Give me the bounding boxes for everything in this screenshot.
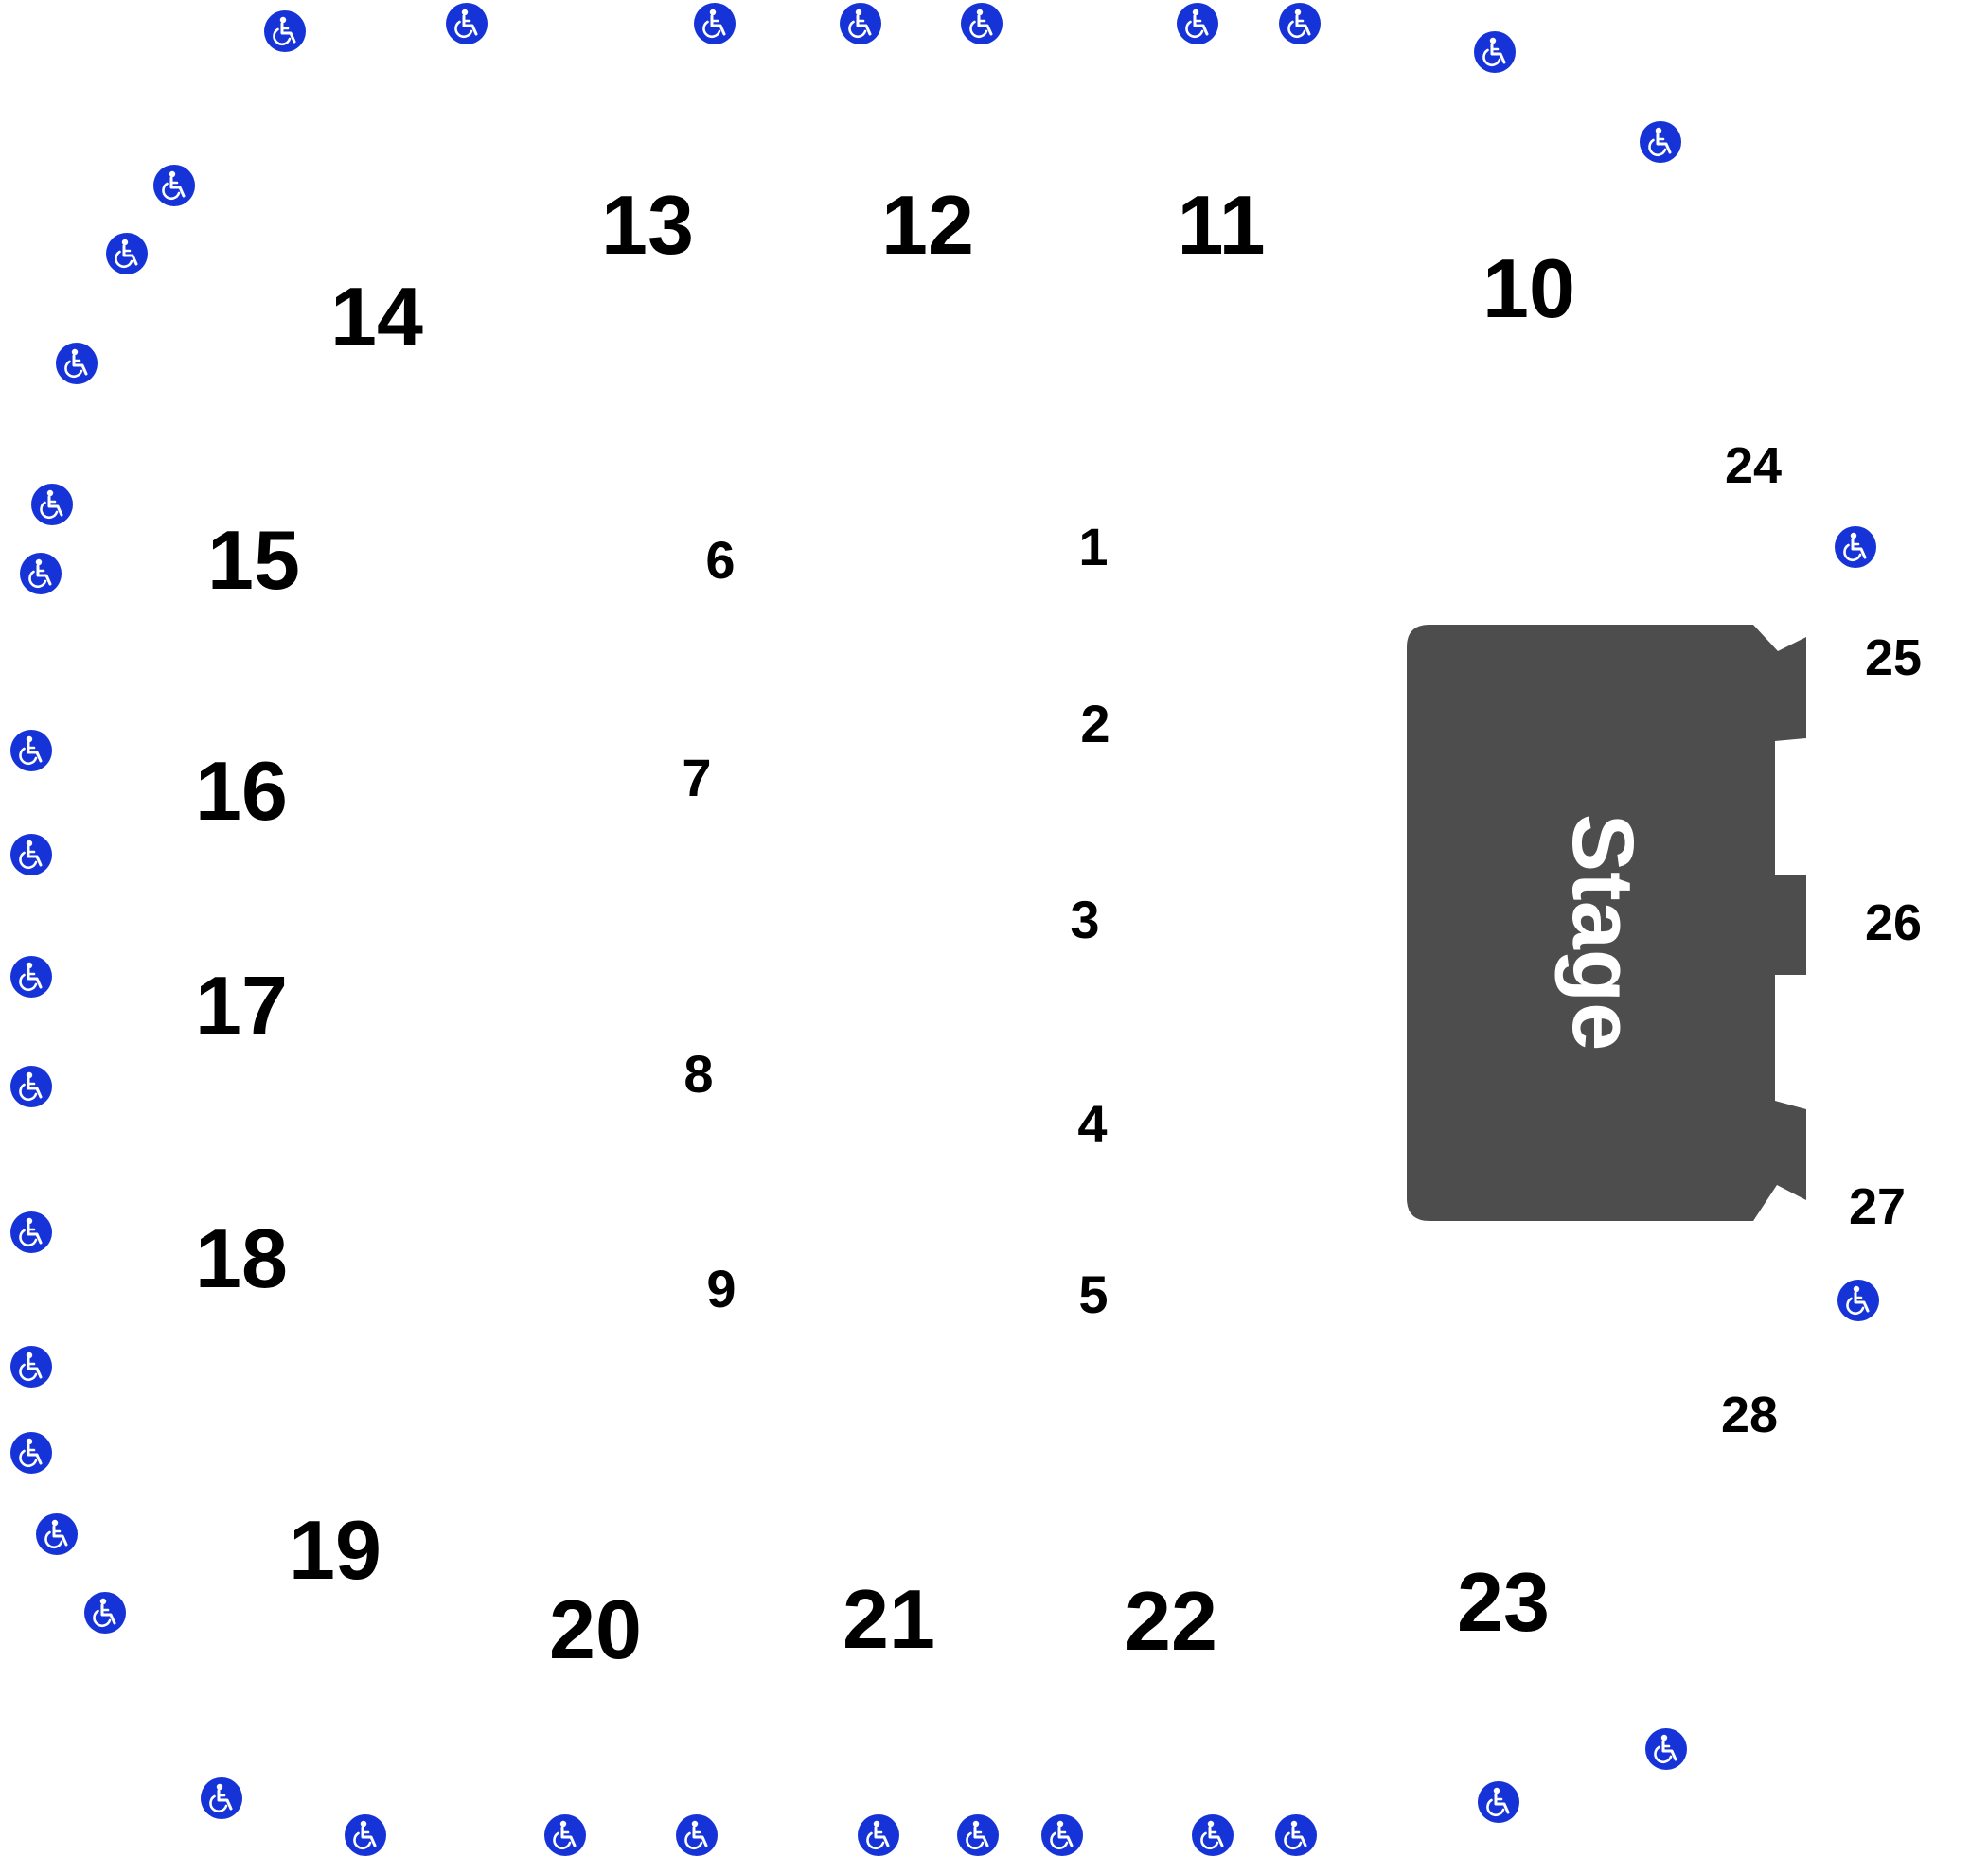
wheelchair-accessible-icon[interactable] <box>9 1065 53 1108</box>
wheelchair-accessible-icon[interactable] <box>9 729 53 772</box>
wheelchair-accessible-icon[interactable] <box>1040 1813 1084 1857</box>
section-5[interactable]: 5 <box>1078 1264 1109 1324</box>
section-19[interactable]: 19 <box>289 1503 382 1597</box>
wheelchair-accessible-icon[interactable] <box>55 342 98 385</box>
section-13[interactable]: 13 <box>601 178 694 272</box>
section-21[interactable]: 21 <box>843 1572 935 1666</box>
wheelchair-accessible-icon[interactable] <box>9 1431 53 1475</box>
wheelchair-accessible-icon[interactable] <box>960 2 1003 45</box>
wheelchair-accessible-icon[interactable] <box>839 2 882 45</box>
section-2[interactable]: 2 <box>1080 694 1110 753</box>
wheelchair-accessible-icon[interactable] <box>83 1591 127 1635</box>
section-25[interactable]: 25 <box>1864 629 1923 686</box>
wheelchair-accessible-icon[interactable] <box>9 1345 53 1388</box>
wheelchair-accessible-icon[interactable] <box>200 1777 243 1820</box>
stage-shape[interactable] <box>1407 625 1806 1221</box>
wheelchair-accessible-icon[interactable] <box>1191 1813 1234 1857</box>
wheelchair-accessible-icon[interactable] <box>152 164 196 207</box>
section-14[interactable]: 14 <box>330 270 423 363</box>
wheelchair-accessible-icon[interactable] <box>9 833 53 876</box>
wheelchair-accessible-icon[interactable] <box>263 9 307 53</box>
section-23[interactable]: 23 <box>1457 1555 1550 1649</box>
section-6[interactable]: 6 <box>705 530 736 590</box>
wheelchair-accessible-icon[interactable] <box>1278 2 1322 45</box>
wheelchair-accessible-icon[interactable] <box>543 1813 587 1857</box>
section-16[interactable]: 16 <box>195 744 288 838</box>
wheelchair-accessible-icon[interactable] <box>1473 30 1517 74</box>
wheelchair-accessible-icon[interactable] <box>1274 1813 1318 1857</box>
section-17[interactable]: 17 <box>195 959 288 1052</box>
section-1[interactable]: 1 <box>1078 517 1109 576</box>
wheelchair-accessible-icon[interactable] <box>1639 120 1682 164</box>
section-7[interactable]: 7 <box>682 748 712 807</box>
wheelchair-accessible-icon[interactable] <box>675 1813 719 1857</box>
section-3[interactable]: 3 <box>1070 890 1100 949</box>
section-11[interactable]: 11 <box>1177 178 1266 272</box>
stage-label: Stage <box>1554 813 1651 1052</box>
section-20[interactable]: 20 <box>549 1582 642 1676</box>
wheelchair-accessible-icon[interactable] <box>1837 1279 1880 1322</box>
section-4[interactable]: 4 <box>1077 1094 1108 1154</box>
wheelchair-accessible-icon[interactable] <box>445 2 488 45</box>
section-10[interactable]: 10 <box>1482 241 1575 335</box>
wheelchair-accessible-icon[interactable] <box>9 955 53 999</box>
section-12[interactable]: 12 <box>881 178 974 272</box>
wheelchair-accessible-icon[interactable] <box>693 2 737 45</box>
wheelchair-accessible-icon[interactable] <box>956 1813 1000 1857</box>
section-8[interactable]: 8 <box>683 1044 714 1104</box>
section-18[interactable]: 18 <box>195 1211 288 1305</box>
wheelchair-accessible-icon[interactable] <box>30 483 74 526</box>
wheelchair-accessible-icon[interactable] <box>1834 525 1877 569</box>
wheelchair-accessible-icon[interactable] <box>105 232 149 275</box>
wheelchair-accessible-icon[interactable] <box>1644 1727 1688 1771</box>
wheelchair-accessible-icon[interactable] <box>35 1512 79 1556</box>
section-24[interactable]: 24 <box>1724 437 1783 494</box>
wheelchair-accessible-icon[interactable] <box>9 1211 53 1254</box>
wheelchair-accessible-icon[interactable] <box>1176 2 1219 45</box>
section-15[interactable]: 15 <box>207 513 300 607</box>
section-26[interactable]: 26 <box>1864 894 1923 951</box>
section-27[interactable]: 27 <box>1848 1178 1907 1235</box>
section-9[interactable]: 9 <box>706 1259 737 1318</box>
wheelchair-accessible-icon[interactable] <box>857 1813 900 1857</box>
section-28[interactable]: 28 <box>1720 1387 1779 1443</box>
wheelchair-accessible-icon[interactable] <box>344 1813 387 1857</box>
wheelchair-accessible-icon[interactable] <box>19 552 62 595</box>
wheelchair-accessible-icon[interactable] <box>1477 1780 1520 1824</box>
section-22[interactable]: 22 <box>1125 1574 1217 1668</box>
